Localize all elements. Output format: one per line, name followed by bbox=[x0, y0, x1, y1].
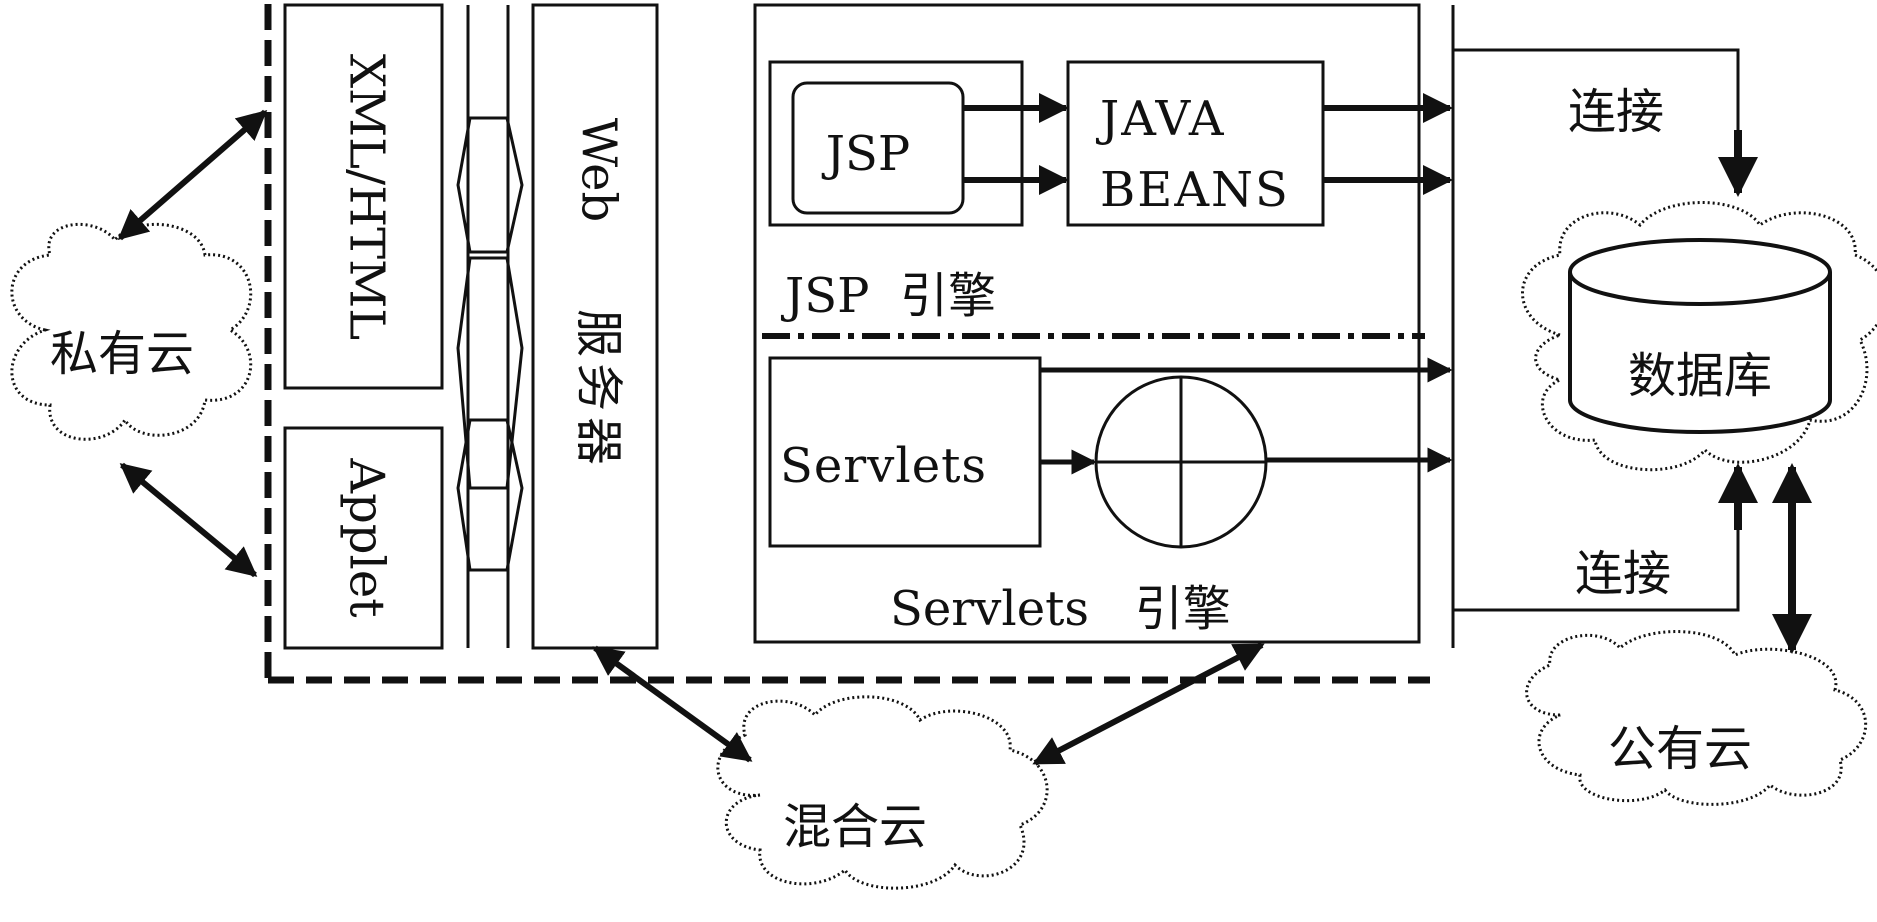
database-cylinder-body bbox=[1568, 272, 1832, 434]
private-cloud-label: 私有云 bbox=[50, 326, 194, 382]
hybrid-cloud: 混合云 bbox=[716, 695, 1049, 890]
servlets-processor-circle bbox=[1094, 375, 1268, 549]
java-beans-label-line2: BEANS bbox=[1100, 162, 1290, 218]
cloud-links bbox=[117, 109, 1265, 766]
web-server-label-line2: 服务器 bbox=[571, 309, 627, 471]
servlets-arrows bbox=[1040, 357, 1453, 475]
connection-bus bbox=[1451, 5, 1758, 648]
servlets-label: Servlets bbox=[780, 438, 987, 494]
java-beans-box: JAVA BEANS bbox=[1066, 60, 1325, 227]
java-beans-label-line1: JAVA bbox=[1095, 91, 1226, 147]
connect-bottom-label: 连接 bbox=[1575, 546, 1671, 602]
private-cloud: 私有云 bbox=[10, 222, 253, 441]
jsp-box: JSP bbox=[791, 81, 965, 215]
xml-html-box: XML/HTML bbox=[283, 3, 444, 390]
channel-arrow-1 bbox=[456, 116, 524, 254]
connect-top-label: 连接 bbox=[1568, 84, 1664, 140]
xml-html-label: XML/HTML bbox=[339, 54, 395, 340]
jsp-arrows bbox=[963, 93, 1453, 195]
applet-label: Applet bbox=[339, 457, 395, 617]
public-cloud-shape bbox=[1525, 630, 1868, 806]
private-cloud-top-arrow bbox=[117, 109, 268, 241]
servlets-engine-label: Servlets 引擎 bbox=[890, 581, 1231, 637]
database-cylinder: 数据库 bbox=[1568, 238, 1832, 434]
hybrid-cloud-shape bbox=[716, 695, 1049, 890]
hybrid-cloud-label: 混合云 bbox=[783, 799, 927, 855]
channel-arrow-3 bbox=[456, 418, 524, 572]
public-cloud-label: 公有云 bbox=[1608, 721, 1752, 777]
jsp-label: JSP bbox=[821, 126, 910, 182]
jsp-engine-label: JSP 引擎 bbox=[780, 268, 996, 324]
private-cloud-shape bbox=[10, 222, 253, 441]
web-server-box: Web 服务器 bbox=[531, 3, 659, 650]
applet-box: Applet bbox=[283, 426, 444, 650]
database-cylinder-top bbox=[1568, 238, 1832, 306]
client-server-channel bbox=[456, 5, 524, 648]
public-cloud: 公有云 bbox=[1525, 630, 1868, 806]
hybrid-servlets-arrow bbox=[1032, 642, 1265, 766]
servlets-box: Servlets bbox=[768, 356, 1042, 548]
channel-arrow-2 bbox=[456, 256, 524, 490]
private-cloud-bottom-arrow bbox=[119, 462, 258, 578]
hybrid-web-server-arrow bbox=[592, 645, 753, 763]
web-server-label-line1: Web bbox=[571, 118, 627, 223]
database-label: 数据库 bbox=[1628, 348, 1772, 404]
